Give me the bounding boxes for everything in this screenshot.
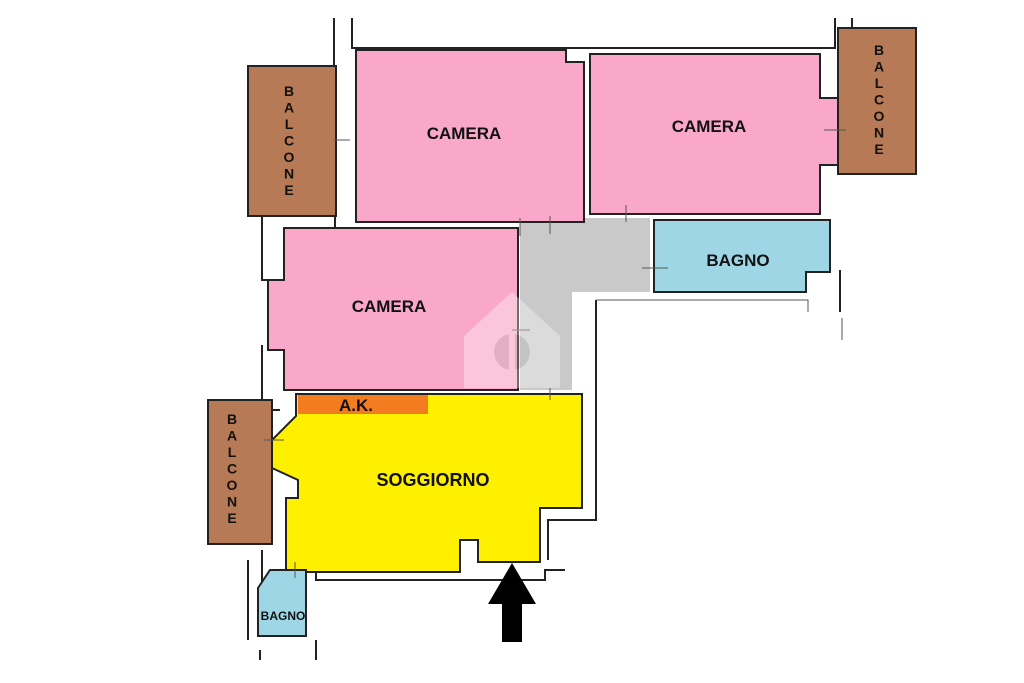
- door-marks: [264, 129, 846, 578]
- room-camera-top-left: CAMERA: [355, 49, 585, 223]
- room-label-camera-top-right: CAMERA: [672, 117, 747, 136]
- room-bagno-small: BAGNO: [257, 569, 307, 637]
- room-soggiorno: SOGGIORNO: [271, 393, 583, 573]
- room-label-bagno-main: BAGNO: [706, 251, 769, 270]
- entrance-arrow-icon: [488, 563, 536, 642]
- corridor: [520, 218, 650, 390]
- room-ak: A.K.: [298, 395, 428, 415]
- room-camera-top-right: CAMERA: [589, 53, 839, 215]
- house-logo-watermark-icon: [464, 292, 560, 388]
- room-label-soggiorno: SOGGIORNO: [376, 470, 489, 490]
- room-camera-middle: CAMERA: [267, 227, 519, 391]
- room-bagno-main: BAGNO: [653, 219, 831, 293]
- room-label-bagno-small: BAGNO: [261, 609, 306, 623]
- room-label-camera-middle: CAMERA: [352, 297, 427, 316]
- room-label-ak: A.K.: [339, 396, 373, 415]
- room-label-camera-top-left: CAMERA: [427, 124, 502, 143]
